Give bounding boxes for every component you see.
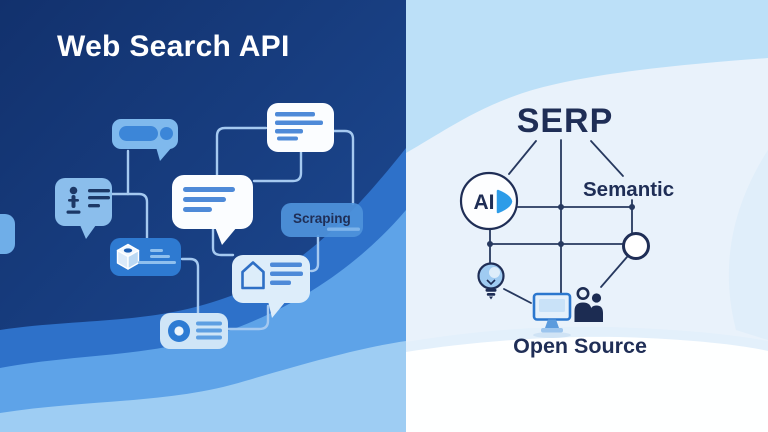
connector-card-to-bubble xyxy=(252,149,303,183)
text-lines xyxy=(270,262,303,285)
cube-card xyxy=(110,238,181,276)
network-junction-dots xyxy=(487,204,635,247)
connector-scraping-to-house xyxy=(309,234,320,273)
ai-play-icon xyxy=(496,189,513,214)
edge-ring-people xyxy=(600,256,628,288)
person-bubble-body xyxy=(55,178,112,226)
ai-circle xyxy=(459,171,519,231)
edge-serp-ai xyxy=(508,140,537,175)
chat-dot-icon xyxy=(160,127,173,140)
house-bubble xyxy=(232,255,310,318)
scraping-bubble: Scraping xyxy=(281,203,363,237)
wave-lightest xyxy=(0,341,406,432)
connector-bubble-to-house xyxy=(211,227,235,257)
semantic-label: Semantic xyxy=(583,178,674,201)
person-chat-bubble xyxy=(55,178,112,239)
page-title: Web Search API xyxy=(57,30,290,63)
right-panel-serp-network: AI xyxy=(406,0,768,432)
scraping-label: Scraping xyxy=(293,211,351,226)
speed-lines xyxy=(138,249,176,264)
cube-icon xyxy=(116,243,140,270)
person-bubble-text-lines xyxy=(88,189,110,208)
house-icon xyxy=(241,261,265,290)
person-bubble-tail xyxy=(80,225,96,239)
connector-person-to-cube xyxy=(110,192,149,240)
person-icon xyxy=(66,186,81,214)
ring-node-icon xyxy=(622,232,650,260)
donut-icon-hole xyxy=(174,326,184,336)
people-icon xyxy=(574,286,603,322)
flow-connectors xyxy=(110,126,355,331)
connector-donut-to-house xyxy=(225,304,270,331)
open-source-label: Open Source xyxy=(513,334,647,358)
white-text-card xyxy=(267,103,334,152)
monitor-icon xyxy=(532,292,572,338)
serp-label: SERP xyxy=(517,102,614,140)
pill-bubble-tail xyxy=(156,147,172,161)
text-lines xyxy=(183,187,235,212)
chat-pill-icon xyxy=(119,126,158,141)
connector-card-to-scraping xyxy=(332,129,355,206)
right-art: AI xyxy=(406,0,768,432)
ai-node: AI xyxy=(459,171,519,231)
white-card-body xyxy=(267,103,334,152)
connector-cube-to-donut xyxy=(180,257,200,316)
edge-serp-semantic xyxy=(590,140,624,177)
network-lines xyxy=(489,139,633,304)
house-bubble-tail xyxy=(268,301,286,318)
right-edge-wave xyxy=(728,150,768,340)
donut-card xyxy=(160,313,228,349)
edge-bulb-monitor xyxy=(503,288,532,304)
ai-label: AI xyxy=(474,191,495,214)
scraping-underline xyxy=(327,227,360,231)
sky-wave xyxy=(406,0,768,153)
center-bubble-tail xyxy=(215,227,237,245)
bottom-white-wave xyxy=(406,336,768,432)
lightbulb-icon xyxy=(477,262,505,300)
text-lines xyxy=(196,321,222,340)
text-lines xyxy=(275,112,323,141)
pill-chat-bubble xyxy=(112,119,178,161)
connector-card-left xyxy=(215,126,268,178)
center-speech-bubble xyxy=(172,175,253,245)
left-art: Scraping xyxy=(0,0,406,432)
left-panel-web-search-api: Scraping xyxy=(0,0,406,432)
partial-chat-bubble xyxy=(0,214,15,254)
